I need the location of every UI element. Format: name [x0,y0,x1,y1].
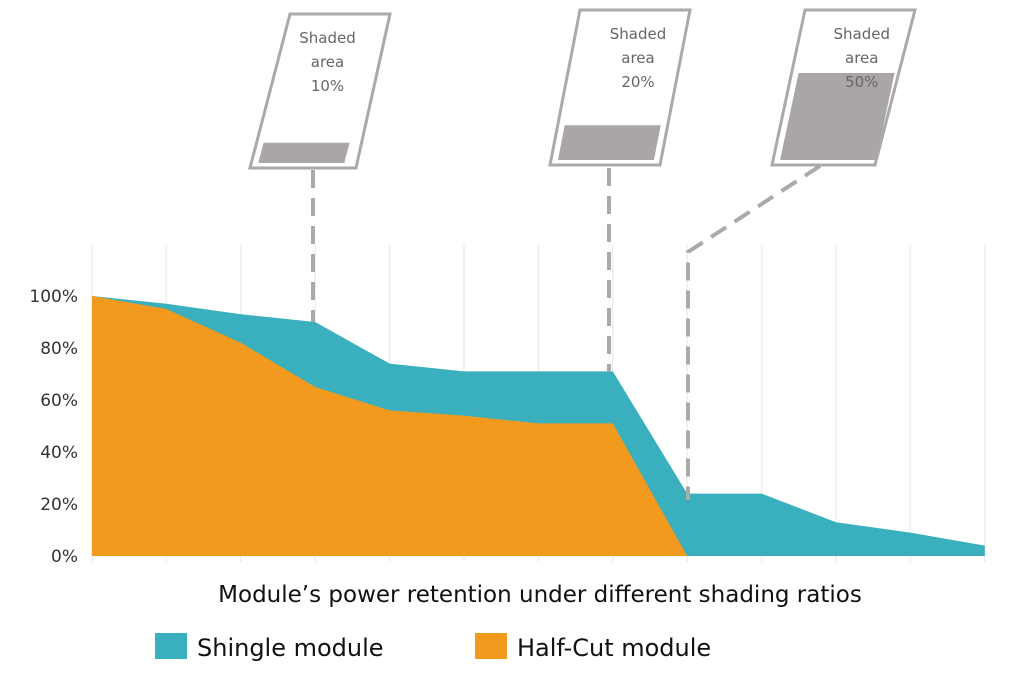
y-tick-label: 100% [29,287,78,307]
shaded-area-fill [258,142,350,163]
callout-text: Shaded [299,29,356,47]
y-tick-label: 80% [40,339,78,359]
y-tick-label: 60% [40,391,78,411]
legend-swatch [155,633,187,659]
shading-callout: Shaded area 10% [248,12,392,170]
callout-text: 10% [311,77,344,95]
shading-callout: Shaded area 20% [548,8,692,167]
callout-panel [248,12,392,170]
chart-title: Module’s power retention under different… [218,582,862,608]
connector-line [686,164,822,500]
shading-callout: Shaded area 50% [770,8,917,167]
callout-text: Shaded [610,25,667,43]
area-half-cut-module [92,296,688,556]
legend-label: Half-Cut module [517,634,711,662]
y-tick-label: 20% [40,495,78,515]
legend-label: Shingle module [197,634,384,662]
legend-swatch [475,633,507,659]
callout-text: area [311,53,344,71]
callout-text: Shaded [834,25,891,43]
shaded-area-fill [780,73,895,160]
callout-text: area [621,49,654,67]
y-tick-label: 40% [40,443,78,463]
callout-text: 50% [845,73,878,91]
callout-text: area [845,49,878,67]
y-tick-label: 0% [51,547,78,567]
callout-text: 20% [621,73,654,91]
shaded-area-fill [557,125,661,160]
